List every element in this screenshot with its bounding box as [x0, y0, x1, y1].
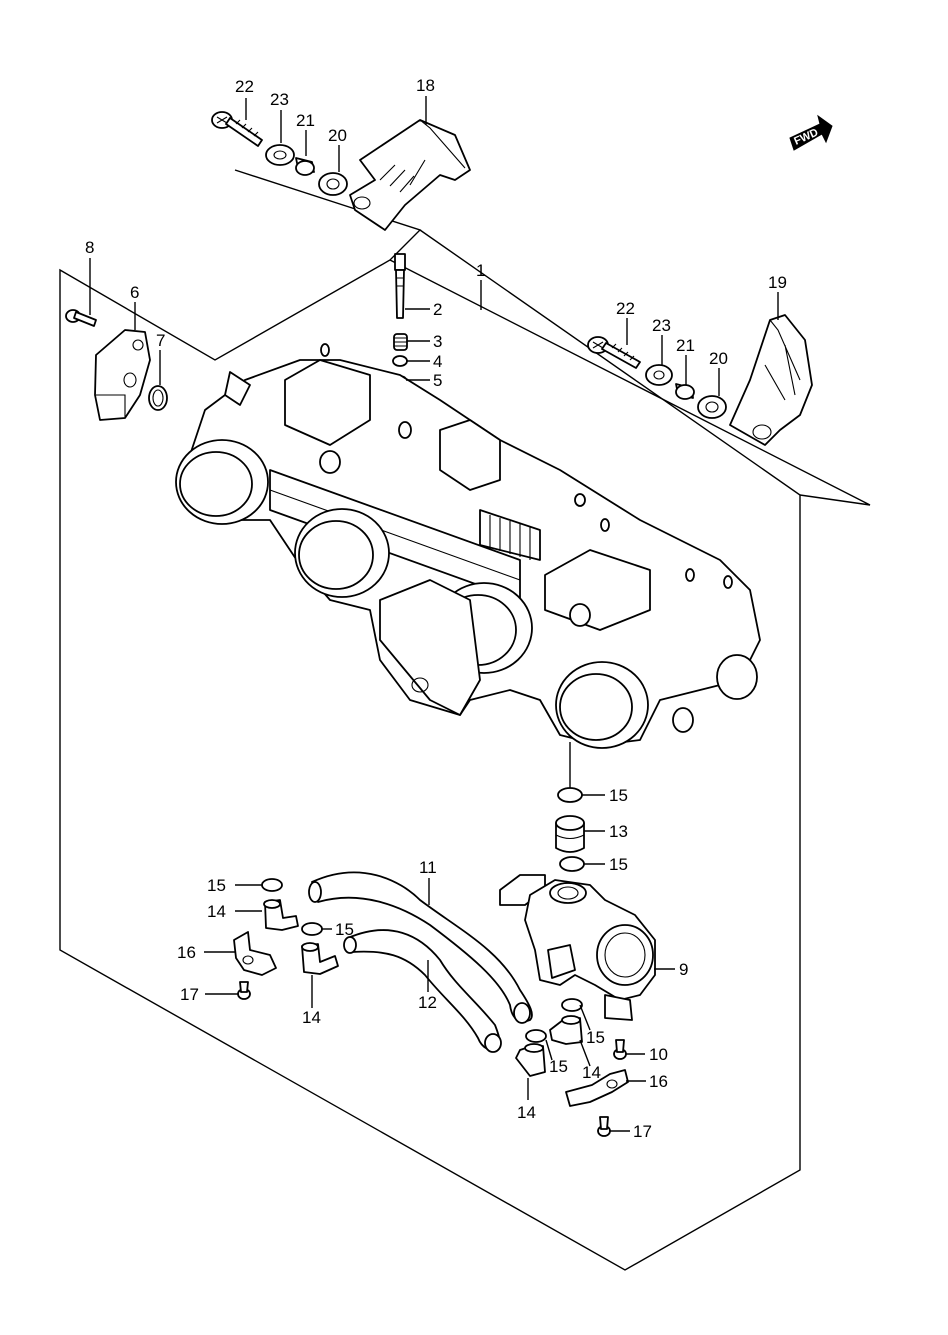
o-ring-7: [148, 385, 168, 411]
callout-16-b: 16: [649, 1072, 668, 1091]
callout-12: 12: [418, 993, 437, 1012]
callout-10: 10: [649, 1045, 668, 1064]
clamp-16-a: [233, 931, 277, 976]
bolt-22-right: [587, 336, 641, 369]
callout-9: 9: [679, 960, 688, 979]
elbow-fitting-14-b: [301, 942, 339, 975]
callout-21-right: 21: [676, 336, 695, 355]
bolt-22-top: [211, 111, 263, 147]
callout-14-b: 14: [302, 1008, 321, 1027]
elbow-fitting-14-c: [549, 1015, 583, 1045]
callout-4: 4: [433, 352, 442, 371]
washer-23-right: [645, 364, 673, 386]
callout-3: 3: [433, 332, 442, 351]
bracket-18: [349, 119, 471, 231]
callout-15-c: 15: [207, 876, 226, 895]
callout-22-right: 22: [616, 299, 635, 318]
callout-16-a: 16: [177, 943, 196, 962]
idle-speed-valve-9: [499, 874, 656, 1021]
callout-13: 13: [609, 822, 628, 841]
callout-labels: 22 23 21 20 18 8 6 7 1 2 3 4 5 22 23 21 …: [85, 76, 787, 1141]
fwd-label: FWD: [792, 127, 820, 148]
callout-23: 23: [270, 90, 289, 109]
callout-5: 5: [433, 371, 442, 390]
screw-17-a: [237, 981, 251, 1000]
throttle-body-assembly: [175, 343, 761, 749]
o-ring-15-c: [261, 878, 283, 892]
hose-11: [308, 871, 533, 1024]
leader-lines: [89, 96, 779, 1132]
callout-17-b: 17: [633, 1122, 652, 1141]
callout-6: 6: [130, 283, 139, 302]
callout-23-right: 23: [652, 316, 671, 335]
callout-2: 2: [433, 300, 442, 319]
callout-15-e: 15: [586, 1028, 605, 1047]
grommet-20-top: [318, 172, 348, 196]
adjust-screw-2: [394, 253, 406, 319]
washer-4: [392, 355, 408, 367]
o-ring-15-a: [557, 787, 583, 803]
screw-8: [65, 309, 97, 327]
spring-3: [393, 333, 408, 351]
callout-20: 20: [328, 126, 347, 145]
callout-15-a: 15: [609, 786, 628, 805]
fwd-arrow-icon: FWD: [789, 114, 833, 151]
throttle-position-sensor-6: [94, 329, 151, 421]
bracket-19: [729, 314, 813, 446]
assembly-boundary: [59, 169, 871, 1271]
callout-14-c: 14: [582, 1063, 601, 1082]
washer-23-top: [265, 144, 295, 166]
callout-11: 11: [419, 858, 437, 877]
callout-17-a: 17: [180, 985, 199, 1004]
callout-14-d: 14: [517, 1103, 536, 1122]
callout-14-a: 14: [207, 902, 226, 921]
callout-19: 19: [768, 273, 787, 292]
elbow-fitting-14-a: [263, 899, 299, 931]
grommet-20-right: [697, 395, 727, 419]
joint-13: [555, 815, 585, 853]
o-ring-15-f: [525, 1029, 547, 1043]
o-ring-15-e: [561, 998, 583, 1012]
o-ring-15-d: [301, 922, 323, 936]
screw-10: [613, 1039, 627, 1060]
callout-7: 7: [156, 331, 165, 350]
callout-15-d: 15: [335, 920, 354, 939]
clamp-16-b: [565, 1069, 629, 1107]
callout-18: 18: [416, 76, 435, 95]
hose-12: [343, 929, 502, 1053]
callout-21: 21: [296, 111, 315, 130]
callout-8: 8: [85, 238, 94, 257]
callout-22: 22: [235, 77, 254, 96]
screw-17-b: [597, 1116, 611, 1137]
callout-15-b: 15: [609, 855, 628, 874]
o-ring-15-b: [559, 856, 585, 872]
callout-20-right: 20: [709, 349, 728, 368]
elbow-fitting-14-d: [515, 1043, 546, 1077]
collar-21-top: [295, 157, 315, 176]
collar-21-right: [675, 383, 695, 400]
callout-15-f: 15: [549, 1057, 568, 1076]
callout-1: 1: [476, 261, 485, 280]
